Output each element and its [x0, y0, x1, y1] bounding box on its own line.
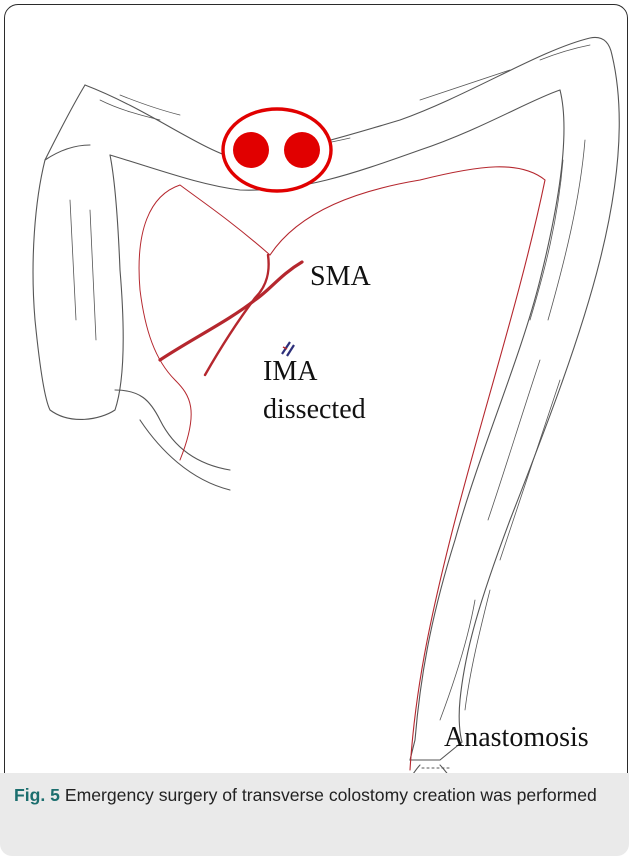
vessels [139, 167, 545, 770]
label-sma: SMA [310, 261, 371, 292]
label-dissected: dissected [263, 394, 366, 425]
label-anastomosis: Anastomosis [444, 722, 589, 753]
label-ima: IMA [263, 356, 318, 387]
ima-clip-icon [282, 342, 294, 356]
figure-caption: Fig. 5 Emergency surgery of transverse c… [0, 773, 629, 856]
figure-label: Fig. 5 [14, 785, 60, 805]
caption-text: Emergency surgery of transverse colostom… [60, 785, 597, 805]
stoma-icon [223, 109, 331, 191]
